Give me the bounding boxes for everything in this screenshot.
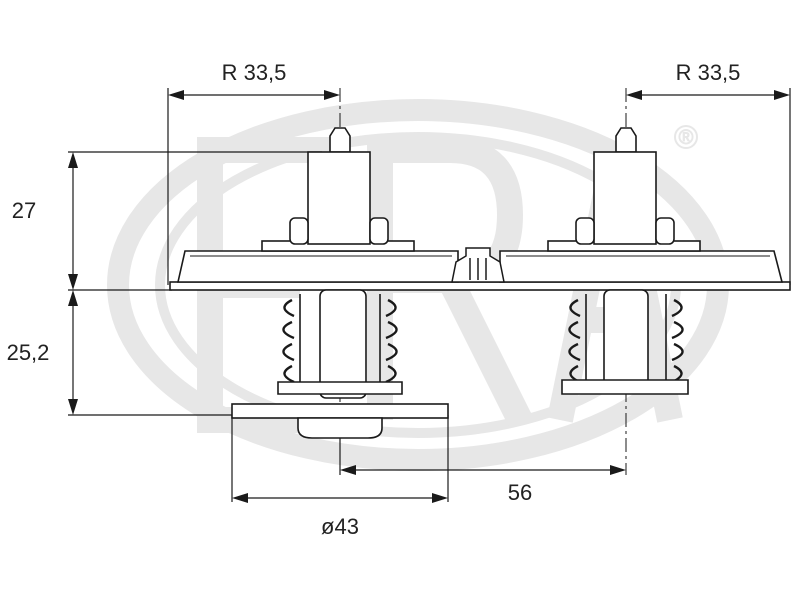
- jiggle-valve: [451, 247, 505, 283]
- dimension-lines: [72, 94, 786, 499]
- arrow-252-top: [68, 290, 78, 306]
- label-center-distance: 56: [508, 480, 532, 505]
- flange-dome-left: [176, 250, 459, 283]
- thermostat-left-nut-l: [289, 217, 309, 245]
- thermostat-right-housing: [593, 151, 657, 245]
- thermostat-right: [561, 127, 689, 395]
- arrow-56-left: [340, 465, 356, 475]
- flange-plate: [169, 240, 791, 291]
- label-diameter: ø43: [321, 514, 359, 539]
- thermostat-right-pin: [615, 127, 637, 153]
- thermostat-right-nut-r: [655, 217, 675, 245]
- arrow-radius-left-a: [168, 90, 184, 100]
- arrow-dia-left: [232, 493, 248, 503]
- dimension-arrows: [68, 90, 790, 503]
- flange-base-strip: [169, 281, 791, 291]
- label-radius-left: R 33,5: [222, 60, 287, 85]
- thermostat-left-spring: [282, 298, 398, 384]
- thermostat-right-spring: [568, 298, 684, 384]
- arrow-radius-left-b: [324, 90, 340, 100]
- arrow-27-bottom: [68, 274, 78, 290]
- arrow-56-right: [610, 465, 626, 475]
- thermostat-left-cup: [277, 381, 403, 395]
- label-radius-right: R 33,5: [676, 60, 741, 85]
- label-height-bottom: 25,2: [7, 340, 50, 365]
- thermostat-right-nut-l: [575, 217, 595, 245]
- thermostat-left: [231, 127, 449, 439]
- arrow-252-bottom: [68, 399, 78, 415]
- thermostat-left-nut-r: [369, 217, 389, 245]
- thermostat-left-bulb: [297, 417, 383, 439]
- extension-lines: [68, 88, 791, 502]
- arrow-radius-right-b: [774, 90, 790, 100]
- watermark-registered-mark: ®: [679, 127, 694, 149]
- label-height-top: 27: [12, 198, 36, 223]
- arrow-radius-right-a: [626, 90, 642, 100]
- thermostat-left-stem: [319, 289, 367, 399]
- thermostat-left-housing: [307, 151, 371, 245]
- arrow-27-top: [68, 152, 78, 168]
- thermostat-right-cup: [561, 379, 689, 395]
- thermostat-right-stem: [603, 289, 649, 393]
- arrow-dia-right: [432, 493, 448, 503]
- thermostat-left-pin: [329, 127, 351, 153]
- dimension-labels: R 33,5 R 33,5 27 25,2 56 ø43: [7, 60, 741, 539]
- thermostat-left-valve-plate: [231, 403, 449, 419]
- watermark-registered-circle: [674, 125, 698, 149]
